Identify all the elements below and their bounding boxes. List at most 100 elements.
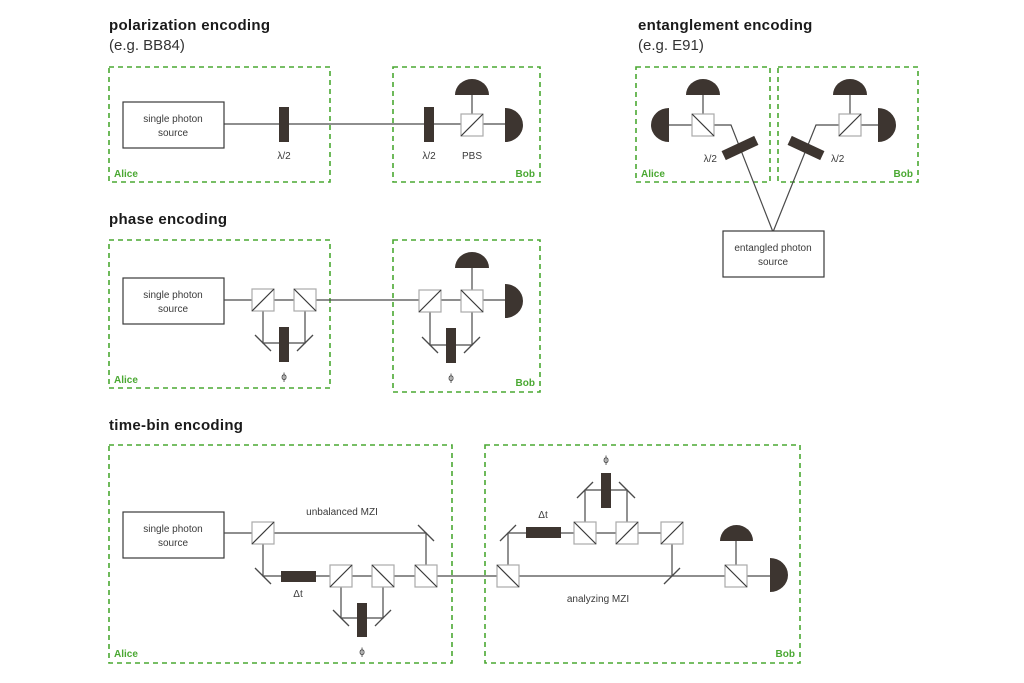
entanglement-encoding-panel: entanglement encoding (e.g. E91) Alice B… <box>635 17 919 278</box>
beam-segment <box>772 124 839 233</box>
beam-splitter <box>329 564 353 588</box>
timebin-title: time-bin encoding <box>109 417 243 434</box>
source-label: single photon <box>143 290 203 301</box>
mirror <box>618 481 636 499</box>
delay-line <box>281 571 316 582</box>
mirror <box>417 524 435 542</box>
single-photon-source <box>122 277 225 325</box>
mirror <box>663 567 681 585</box>
beam-splitter <box>496 564 520 588</box>
polarization-encoding-panel: polarization encoding (e.g. BB84) Alice … <box>108 17 541 183</box>
bob-region <box>392 66 541 183</box>
long-arm <box>274 532 427 565</box>
beam-splitter <box>838 113 862 137</box>
beam-splitter <box>418 289 442 313</box>
phase-shifter <box>357 603 367 637</box>
detector-icon <box>505 108 523 142</box>
alice-label: Alice <box>114 649 138 660</box>
source-label: source <box>158 538 188 549</box>
pbs-label: PBS <box>462 151 482 162</box>
mirror <box>332 609 350 627</box>
phase-encoding-panel: phase encoding Alice Bob single photon s… <box>108 211 541 393</box>
detector-icon <box>686 79 720 95</box>
mirror <box>374 609 392 627</box>
mzi-label: analyzing MZI <box>567 594 629 605</box>
alice-region <box>108 66 331 183</box>
phase-shifter <box>279 327 289 362</box>
mirror <box>421 336 439 354</box>
source-label: source <box>758 257 788 268</box>
mirror <box>254 334 272 352</box>
polarizing-beam-splitter <box>460 113 484 137</box>
waveplate-label: λ/2 <box>277 151 291 162</box>
beam-splitter <box>573 521 597 545</box>
alice-region <box>108 444 453 664</box>
beam-splitter <box>724 564 748 588</box>
beam-splitter <box>460 289 484 313</box>
half-wave-plate <box>424 107 434 142</box>
phase-label: ϕ <box>603 455 609 466</box>
beam-segment <box>714 124 774 233</box>
detector-icon <box>833 79 867 95</box>
mzi-label: unbalanced MZI <box>306 507 378 518</box>
half-wave-plate <box>787 135 825 161</box>
waveplate-label: λ/2 <box>831 154 845 165</box>
alice-label: Alice <box>114 375 138 386</box>
beam-splitter <box>691 113 715 137</box>
detector-icon <box>878 108 896 142</box>
bob-region <box>777 66 919 183</box>
entanglement-title: entanglement encoding <box>638 17 813 34</box>
single-photon-source <box>122 511 225 559</box>
half-wave-plate <box>279 107 289 142</box>
detector-icon <box>720 525 753 541</box>
mirror <box>499 524 517 542</box>
beam-splitter <box>414 564 438 588</box>
phase-label: ϕ <box>359 647 365 658</box>
polarization-subtitle: (e.g. BB84) <box>109 37 185 54</box>
beam-splitter <box>251 288 275 312</box>
beam-splitter <box>371 564 395 588</box>
source-label: single photon <box>143 524 203 535</box>
bob-region <box>484 444 801 664</box>
entangled-photon-source <box>722 230 825 278</box>
detector-icon <box>455 252 489 268</box>
beam-splitter <box>660 521 684 545</box>
alice-label: Alice <box>641 169 665 180</box>
source-label: single photon <box>143 114 203 125</box>
single-photon-source <box>122 101 225 149</box>
source-label: entangled photon <box>734 243 811 254</box>
phase-label: ϕ <box>448 373 454 384</box>
polarization-title: polarization encoding <box>109 17 270 34</box>
alice-label: Alice <box>114 169 138 180</box>
half-wave-plate <box>721 135 759 161</box>
waveplate-label: λ/2 <box>704 154 718 165</box>
beam-splitter <box>293 288 317 312</box>
mirror <box>254 567 272 585</box>
beam-splitter <box>251 521 275 545</box>
phase-shifter <box>446 328 456 363</box>
bob-region <box>392 239 541 393</box>
alice-region <box>635 66 771 183</box>
bob-label: Bob <box>894 169 913 180</box>
bob-label: Bob <box>516 169 535 180</box>
source-label: source <box>158 304 188 315</box>
mirror <box>576 481 594 499</box>
bob-label: Bob <box>516 378 535 389</box>
alice-region <box>108 239 331 389</box>
bob-label: Bob <box>776 649 795 660</box>
detector-icon <box>455 79 489 95</box>
detector-icon <box>770 558 788 592</box>
phase-label: ϕ <box>281 372 287 383</box>
source-label: source <box>158 128 188 139</box>
delay-label: Δt <box>293 589 303 600</box>
waveplate-label: λ/2 <box>422 151 436 162</box>
delay-label: Δt <box>538 510 548 521</box>
entanglement-subtitle: (e.g. E91) <box>638 37 704 54</box>
beam-segment <box>507 532 526 565</box>
mirror <box>296 334 314 352</box>
detector-icon <box>651 108 669 142</box>
delay-line <box>526 527 561 538</box>
mirror <box>463 336 481 354</box>
phase-title: phase encoding <box>109 211 227 228</box>
